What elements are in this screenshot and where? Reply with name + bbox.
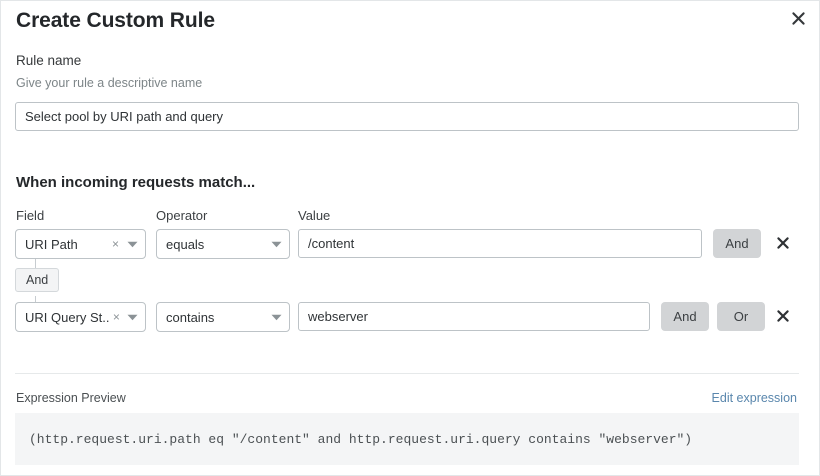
edit-expression-link[interactable]: Edit expression (711, 391, 797, 405)
column-header-field: Field (16, 208, 45, 223)
field-select-1-value: URI Path (25, 236, 78, 252)
rule-name-input[interactable] (15, 102, 799, 131)
condition-row: URI Path × equals And (1, 229, 819, 259)
column-header-operator: Operator (156, 208, 208, 223)
value-input-2[interactable] (298, 302, 650, 331)
rule-name-label: Rule name (16, 53, 82, 68)
field-select-2-value: URI Query St... (25, 309, 109, 325)
chevron-down-icon[interactable] (267, 314, 285, 321)
field-select-2[interactable]: URI Query St... × (15, 302, 146, 332)
connector-and-badge[interactable]: And (15, 268, 60, 292)
column-header-value: Value (298, 208, 331, 223)
field-select-1[interactable]: URI Path × (15, 229, 146, 259)
match-section-heading: When incoming requests match... (16, 174, 256, 191)
row-1-delete-icon[interactable] (771, 231, 795, 255)
section-divider (15, 373, 799, 374)
chevron-down-icon[interactable] (267, 241, 285, 248)
row-connector: And (15, 259, 135, 305)
row-2-or-button[interactable]: Or (717, 302, 765, 331)
row-2-delete-icon[interactable] (771, 304, 795, 328)
operator-select-1[interactable]: equals (156, 229, 290, 259)
row-1-and-button[interactable]: And (713, 229, 761, 258)
chevron-down-icon[interactable] (124, 314, 141, 321)
operator-select-1-value: equals (166, 236, 205, 252)
row-2-and-button[interactable]: And (661, 302, 709, 331)
expression-preview-label: Expression Preview (16, 391, 126, 405)
connector-line-top (35, 259, 36, 268)
expression-preview-code: (http.request.uri.path eq "/content" and… (15, 413, 799, 465)
value-input-1[interactable] (298, 229, 702, 258)
operator-select-2[interactable]: contains (156, 302, 290, 332)
connector-line-bottom (35, 296, 36, 305)
page-title: Create Custom Rule (16, 9, 215, 32)
operator-select-2-value: contains (166, 309, 215, 325)
clear-icon[interactable]: × (111, 237, 119, 251)
rule-name-help-text: Give your rule a descriptive name (16, 76, 203, 90)
close-icon[interactable] (786, 6, 810, 30)
condition-row: URI Query St... × contains And Or (1, 302, 819, 332)
clear-icon[interactable]: × (112, 310, 120, 324)
chevron-down-icon[interactable] (123, 241, 141, 248)
